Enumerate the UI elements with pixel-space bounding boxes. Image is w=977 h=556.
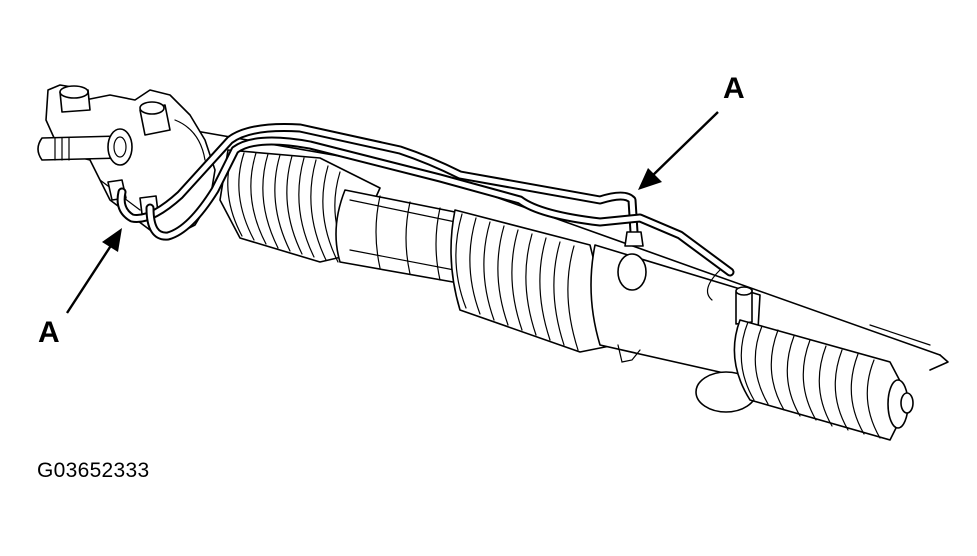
callout-label-a-left: A bbox=[38, 316, 60, 349]
callout-arrow-left bbox=[65, 228, 122, 314]
rack-housing-right bbox=[590, 244, 761, 413]
center-bellows-boot bbox=[450, 209, 616, 353]
callout-label-a-top: A bbox=[723, 72, 745, 105]
figure-code: G03652333 bbox=[37, 459, 150, 482]
rack-tube-center bbox=[335, 189, 471, 286]
callout-arrow-top bbox=[638, 111, 719, 190]
right-bellows-boot bbox=[733, 319, 914, 441]
fluid-lines bbox=[116, 123, 735, 301]
